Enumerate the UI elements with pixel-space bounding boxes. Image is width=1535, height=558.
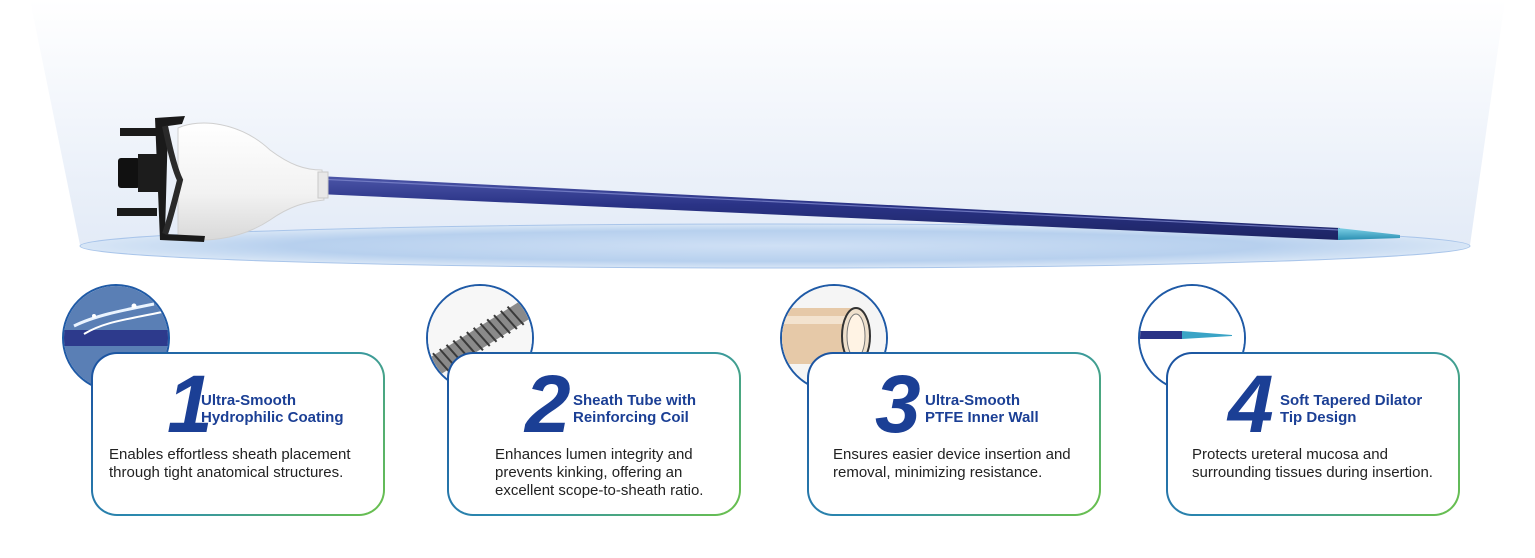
feature-description: Enhances lumen integrity and prevents ki…	[495, 446, 704, 499]
feature-title: Ultra-Smooth PTFE Inner Wall	[925, 392, 1039, 426]
feature-card-2: 2 Sheath Tube with Reinforcing Coil Enha…	[447, 352, 741, 516]
feature-card-1: 1 Ultra-Smooth Hydrophilic Coating Enabl…	[91, 352, 385, 516]
feature-card-4: 4 Soft Tapered Dilator Tip Design Protec…	[1166, 352, 1460, 516]
feature-title: Ultra-Smooth Hydrophilic Coating	[201, 392, 344, 426]
feature-number: 1	[167, 359, 213, 450]
feature-number: 2	[525, 359, 571, 450]
feature-card-3: 3 Ultra-Smooth PTFE Inner Wall Ensures e…	[807, 352, 1101, 516]
feature-description: Enables effortless sheath placement thro…	[109, 446, 351, 481]
feature-title: Sheath Tube with Reinforcing Coil	[573, 392, 697, 426]
feature-description: Protects ureteral mucosa and surrounding…	[1192, 446, 1433, 481]
feature-number: 4	[1228, 359, 1274, 450]
feature-title: Soft Tapered Dilator Tip Design	[1280, 392, 1423, 426]
product-hero-image	[30, 0, 1505, 269]
feature-description: Ensures easier device insertion and remo…	[833, 446, 1071, 481]
feature-number: 3	[875, 359, 921, 450]
